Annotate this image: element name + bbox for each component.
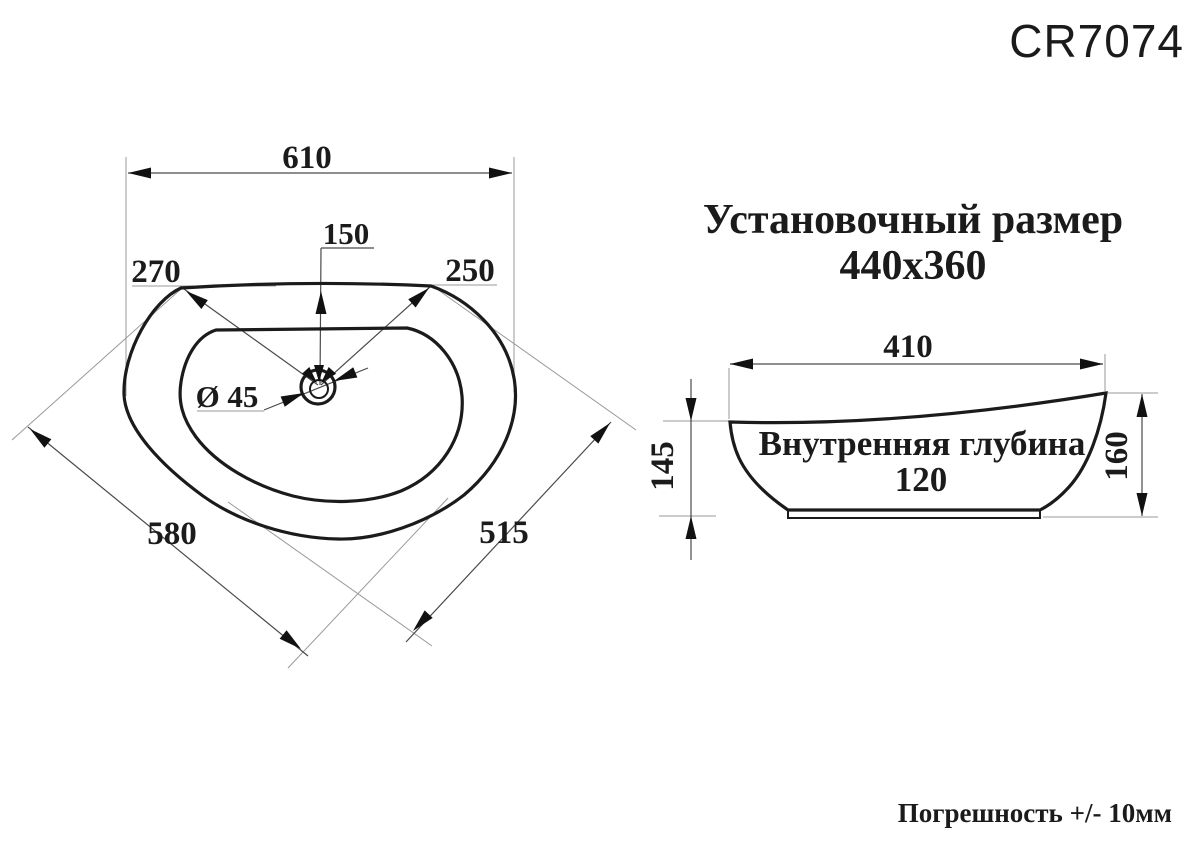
dim-line-150	[319, 247, 322, 386]
arrow-610-left	[128, 167, 151, 179]
dim-line-515	[405, 421, 612, 643]
arrow-610-right	[489, 167, 512, 179]
dim-250-label: 250	[445, 253, 495, 289]
inner-depth-value: 120	[895, 460, 948, 499]
product-code: CR7074	[1009, 15, 1184, 67]
install-size-value: 440x360	[840, 243, 987, 289]
dim-160-label: 160	[1099, 431, 1135, 481]
drain-inner-circle	[309, 379, 329, 399]
dim-410-label: 410	[883, 329, 933, 365]
ext-line-580-se	[287, 497, 449, 669]
inner-basin-path	[178, 326, 464, 504]
base-plinth	[787, 509, 1041, 519]
arrow-515-sw	[408, 610, 433, 635]
top-view: 610 150 270 250 Ø 45 580 515	[11, 140, 637, 669]
install-size-title: Установочный размер	[703, 197, 1123, 243]
dim-145-label: 145	[645, 441, 681, 491]
dim-580-label: 580	[147, 516, 197, 552]
arrow-160-bottom	[1136, 493, 1148, 516]
inner-depth-label: Внутренняя глубина	[759, 424, 1086, 463]
arrow-fan-middle	[314, 365, 324, 382]
dim-150-label: 150	[323, 216, 370, 251]
dim-610-label: 610	[282, 140, 332, 176]
dim-270-label: 270	[131, 254, 181, 290]
arrow-145-bottom	[685, 516, 697, 539]
leader-270	[183, 288, 319, 386]
arrow-410-left	[730, 358, 753, 370]
ext-line-515-ne	[433, 286, 637, 431]
tolerance-note: Погрешность +/- 10мм	[898, 798, 1172, 828]
arrow-145-top	[685, 398, 697, 421]
arrow-270-corner	[182, 286, 208, 309]
arrow-410-right	[1080, 358, 1103, 370]
arrow-160-top	[1136, 394, 1148, 417]
dim-diameter-label: Ø 45	[196, 379, 259, 414]
side-view: 410 145 160 Внутренняя глубина 120	[645, 329, 1158, 560]
dim-515-label: 515	[479, 515, 529, 551]
ext-line-580-nw	[11, 288, 182, 441]
arrow-150-up	[315, 291, 327, 314]
dim-line-580	[27, 426, 309, 657]
bowl-profile-path	[728, 391, 1108, 512]
outer-rim-path	[122, 281, 518, 541]
